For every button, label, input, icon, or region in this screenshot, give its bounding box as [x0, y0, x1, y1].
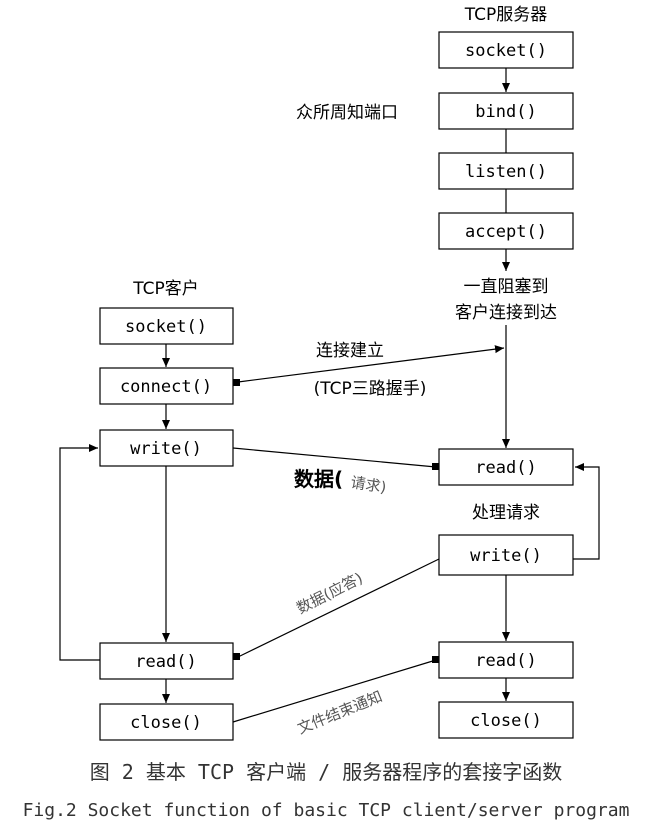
server-title: TCP服务器 — [464, 5, 548, 25]
server-write-box: write() — [438, 534, 574, 576]
block-label-line2: 客户连接到达 — [455, 303, 557, 323]
request-label-main: 数据( — [294, 467, 343, 491]
server-socket-label: socket() — [465, 41, 547, 61]
client-socket-label: socket() — [125, 317, 207, 337]
reply-edge-endpoint — [233, 653, 240, 660]
server-socket-box: socket() — [438, 31, 574, 69]
connect-to-server-edge — [233, 345, 505, 386]
process-request-label: 处理请求 — [472, 503, 540, 523]
establish-label: 连接建立 — [316, 341, 384, 361]
request-label-sub: 请求) — [349, 473, 387, 496]
server-close-box: close() — [438, 701, 574, 739]
request-edge-endpoint — [432, 463, 439, 470]
client-read-box: read() — [99, 642, 234, 680]
server-listen-box: listen() — [438, 152, 574, 190]
well-known-port-label: 众所周知端口 — [296, 103, 398, 123]
reply-edge — [233, 558, 440, 660]
client-title: TCP客户 — [132, 279, 199, 299]
eof-edge — [232, 656, 439, 723]
server-bind-box: bind() — [438, 92, 574, 130]
request-edge — [232, 447, 439, 470]
caption-en: Fig.2 Socket function of basic TCP clien… — [22, 800, 630, 821]
server-read-label: read() — [475, 458, 536, 478]
client-socket-box: socket() — [99, 307, 234, 345]
request-edge-line — [232, 447, 437, 468]
server-write-label: write() — [470, 546, 542, 566]
client-connect-label: connect() — [120, 377, 212, 397]
server-accept-box: accept() — [438, 212, 574, 250]
server-listen-label: listen() — [465, 162, 547, 182]
connect-edge-endpoint — [233, 379, 240, 386]
client-close-box: close() — [99, 703, 234, 741]
client-close-label: close() — [130, 713, 202, 733]
eof-label: 文件结束通知 — [295, 687, 385, 737]
caption-cn: 图 2 基本 TCP 客户端 / 服务器程序的套接字函数 — [89, 760, 563, 784]
server-close-label: close() — [470, 711, 542, 731]
client-connect-box: connect() — [99, 367, 234, 405]
request-label: 数据( 请求) — [294, 467, 388, 497]
connect-edge-line — [237, 345, 505, 383]
tcp-socket-diagram: TCP服务器 众所周知端口 一直阻塞到 客户连接到达 处理请求 socket()… — [59, 5, 600, 741]
server-bind-label: bind() — [475, 102, 536, 122]
client-write-label: write() — [130, 439, 202, 459]
server-read2-box: read() — [438, 641, 574, 679]
reply-label: 数据(应答) — [294, 569, 366, 618]
block-label-line1: 一直阻塞到 — [464, 277, 549, 297]
server-read-box: read() — [438, 448, 574, 486]
server-read2-label: read() — [475, 651, 536, 671]
client-read-label: read() — [135, 652, 196, 672]
eof-edge-line — [232, 659, 437, 723]
handshake-label: (TCP三路握手) — [314, 379, 427, 399]
eof-edge-endpoint — [432, 656, 439, 663]
server-loop-arrow — [573, 463, 600, 560]
reply-edge-line — [237, 558, 440, 658]
client-write-box: write() — [99, 429, 234, 467]
server-accept-label: accept() — [465, 222, 547, 242]
client-loop-arrow — [59, 444, 100, 661]
